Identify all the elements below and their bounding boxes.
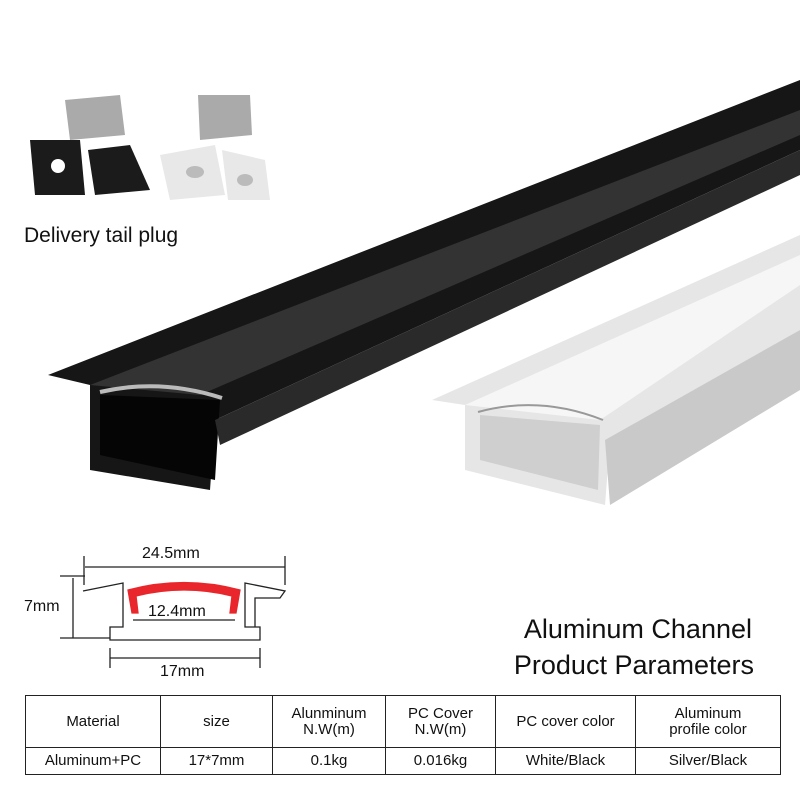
table-cell: Aluminum+PC xyxy=(25,747,161,775)
dim-height: 7mm xyxy=(24,598,60,615)
table-cell: 0.016kg xyxy=(385,747,496,775)
table-cell: 0.1kg xyxy=(272,747,386,775)
title-line-1: Aluminum Channel xyxy=(523,614,752,644)
header-text: Aluminum xyxy=(674,704,742,722)
header-text: Material xyxy=(66,712,120,730)
header-text: PC cover color xyxy=(516,712,615,730)
table-cell: White/Black xyxy=(495,747,636,775)
silver-channel-image xyxy=(432,235,800,505)
header-text: profile color xyxy=(669,720,747,738)
title-line-2: Product Parameters xyxy=(513,650,754,680)
header-text: PC Cover xyxy=(407,704,474,722)
table-cell: 17*7mm xyxy=(160,747,273,775)
header-cell: PC cover color xyxy=(495,694,636,749)
header-text: Alunminum xyxy=(291,704,367,722)
dim-width-top: 24.5mm xyxy=(142,545,200,562)
tail-plugs-image xyxy=(30,95,270,200)
header-cell: size xyxy=(160,694,273,749)
dim-bottom-width: 17mm xyxy=(160,663,205,680)
header-text: size xyxy=(203,712,230,730)
header-cell: Material xyxy=(25,694,161,749)
dim-inner-width: 12.4mm xyxy=(148,603,206,620)
black-channel-image xyxy=(48,80,800,490)
tail-plug-label: Delivery tail plug xyxy=(24,224,179,247)
cross-section-diagram xyxy=(60,556,287,668)
table-row: Aluminum+PC 17*7mm 0.1kg 0.016kg White/B… xyxy=(25,747,781,775)
header-text: N.W(m) xyxy=(303,720,355,738)
table-cell: Silver/Black xyxy=(635,747,781,775)
header-text: N.W(m) xyxy=(414,720,467,738)
